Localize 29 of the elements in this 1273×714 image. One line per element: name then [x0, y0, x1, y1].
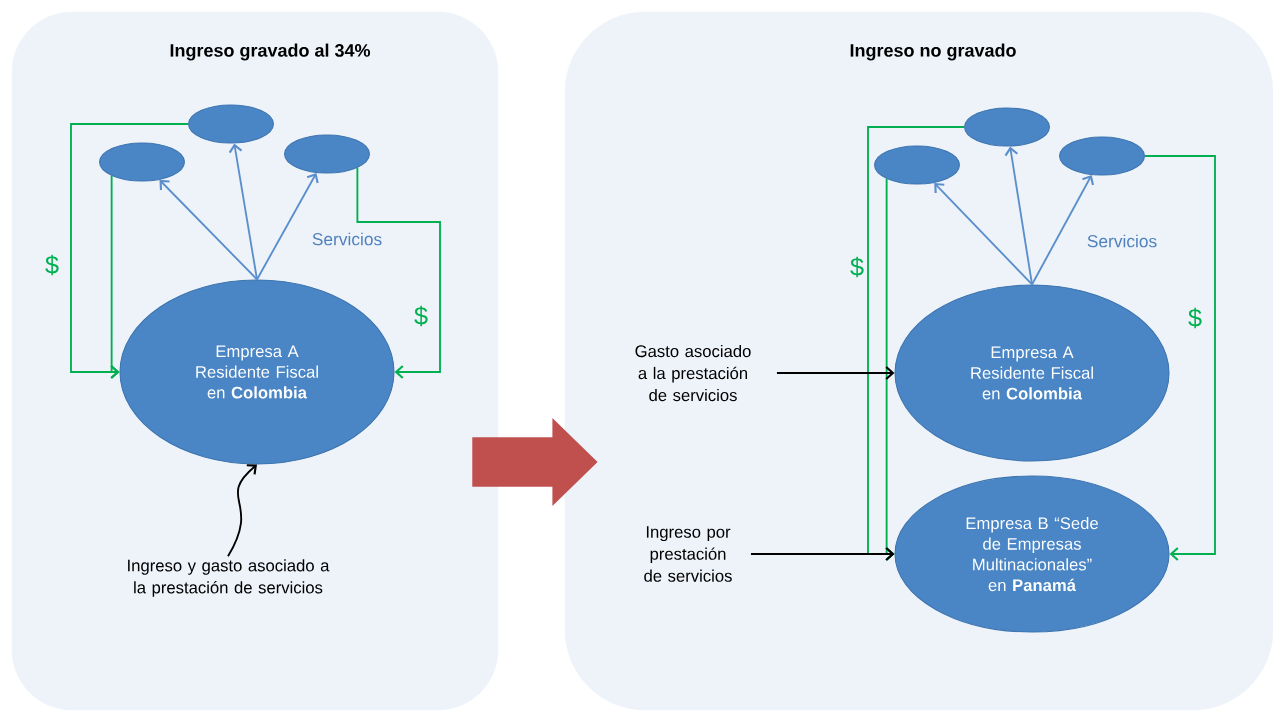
- ellipse: [874, 145, 960, 185]
- dollar-sign: $: [414, 305, 428, 327]
- arrow: [750, 547, 895, 561]
- dollar-sign: $: [850, 256, 864, 278]
- note-text: Ingreso y gasto asociado a la prestación de servicios: [128, 559, 330, 597]
- arrow: [256, 172, 319, 281]
- ellipse: [284, 134, 370, 174]
- dollar-sign: $: [45, 254, 59, 276]
- arrow: [776, 366, 895, 380]
- arrow: [356, 166, 441, 379]
- arrow: [1004, 146, 1033, 286]
- arrow: [934, 182, 1033, 286]
- arrow: [110, 174, 120, 379]
- arrow: [228, 143, 258, 281]
- ellipse: [99, 142, 185, 182]
- note-text: Gasto asociado a la prestación de servicios: [635, 344, 751, 402]
- panel-title: Ingreso gravado al 34%: [170, 43, 371, 61]
- label-text: Servicios: [312, 232, 382, 246]
- arrow: [159, 179, 258, 281]
- note-text: Ingreso por prestación de servicios: [644, 526, 732, 582]
- arrow: [227, 464, 257, 558]
- panel-title: Ingreso no gravado: [850, 43, 1016, 61]
- dollar-sign: $: [1188, 307, 1202, 329]
- ellipse: [1059, 136, 1145, 176]
- label-text: Servicios: [1087, 234, 1157, 248]
- arrow: [1031, 174, 1095, 286]
- arrow: [1144, 155, 1216, 561]
- ellipse: [188, 104, 274, 144]
- ellipse: [964, 107, 1050, 147]
